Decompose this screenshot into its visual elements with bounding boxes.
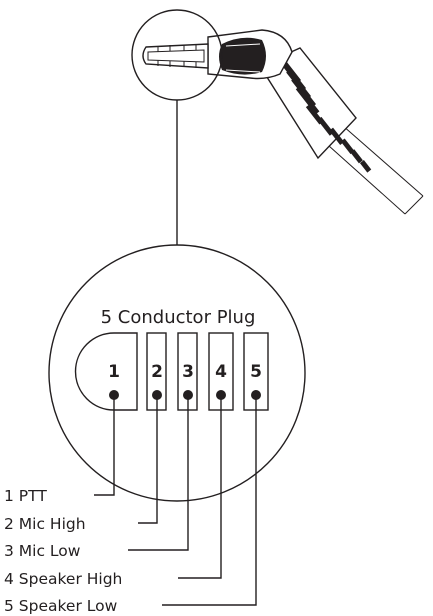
contact-1-outline — [74, 332, 138, 411]
contact-number-4: 4 — [215, 362, 227, 382]
contact-number-3: 3 — [182, 362, 194, 382]
legend-contact-2: 2 Mic High — [4, 515, 86, 533]
plug-illustration — [131, 9, 424, 215]
leader-contact-5 — [162, 395, 257, 606]
legend-contact-5: 5 Speaker Low — [4, 597, 118, 615]
legend-contact-1: 1 PTT — [4, 487, 47, 505]
legend-contact-3: 3 Mic Low — [4, 542, 81, 560]
contact-number-5: 5 — [250, 362, 262, 382]
leader-contact-2 — [138, 395, 158, 524]
contact-number-2: 2 — [151, 362, 163, 382]
contact-number-1: 1 — [108, 362, 120, 382]
leader-contact-1 — [94, 395, 115, 496]
legend-contact-4: 4 Speaker High — [4, 570, 122, 588]
leader-contact-4 — [178, 395, 222, 579]
plug-face-circle — [48, 244, 306, 502]
leader-contact-3 — [128, 395, 189, 551]
diagram-title: 5 Conductor Plug — [101, 307, 256, 328]
